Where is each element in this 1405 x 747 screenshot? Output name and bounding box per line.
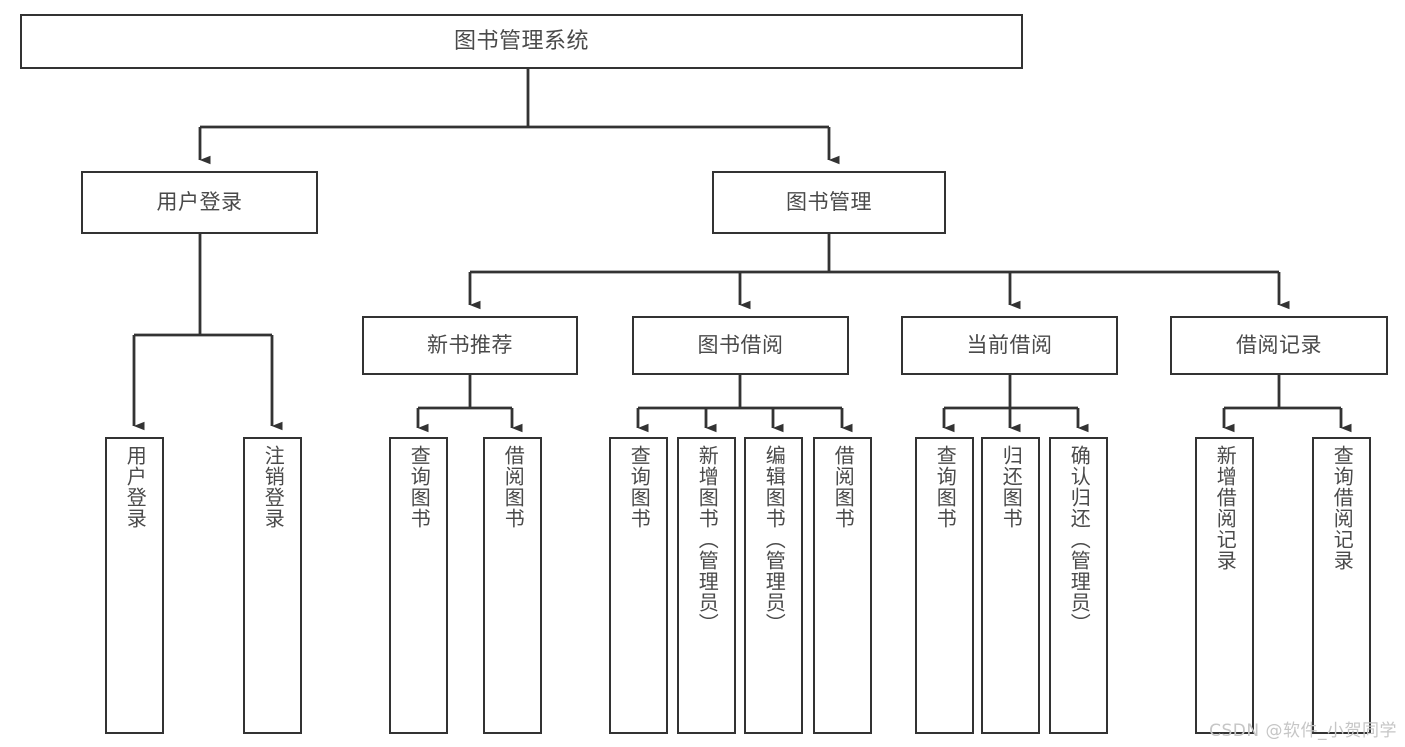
node-book-borrow[interactable]: 图书借阅 (632, 316, 849, 375)
node-leaf-query-record-label: 查询借阅记录 (1330, 445, 1355, 571)
node-leaf-borrow-book-2-label: 借阅图书 (831, 445, 856, 529)
node-leaf-add-book-label: 新增图书（管理员） (695, 445, 720, 634)
node-leaf-borrow-book-1-label: 借阅图书 (501, 445, 526, 529)
node-leaf-query-book-1-label: 查询图书 (407, 445, 432, 529)
node-leaf-query-book-2-label: 查询图书 (627, 445, 652, 529)
node-borrow-record[interactable]: 借阅记录 (1170, 316, 1388, 375)
node-leaf-query-book-3-label: 查询图书 (933, 445, 958, 529)
node-book-management-label: 图书管理 (786, 190, 872, 215)
node-root[interactable]: 图书管理系统 (20, 14, 1023, 69)
node-leaf-query-book-3[interactable]: 查询图书 (915, 437, 974, 734)
watermark-text: CSDN @软件_小贺同学 (1209, 721, 1397, 741)
node-borrow-record-label: 借阅记录 (1236, 333, 1322, 358)
node-current-borrow[interactable]: 当前借阅 (901, 316, 1118, 375)
node-book-borrow-label: 图书借阅 (697, 333, 784, 358)
node-leaf-user-logout[interactable]: 注销登录 (243, 437, 302, 734)
node-new-book-recommend-label: 新书推荐 (427, 333, 513, 358)
node-leaf-add-record-label: 新增借阅记录 (1213, 445, 1238, 571)
node-current-borrow-label: 当前借阅 (966, 333, 1053, 358)
node-leaf-borrow-book-1[interactable]: 借阅图书 (483, 437, 542, 734)
node-new-book-recommend[interactable]: 新书推荐 (362, 316, 578, 375)
node-leaf-return-book-label: 归还图书 (999, 445, 1024, 529)
node-leaf-add-record[interactable]: 新增借阅记录 (1195, 437, 1254, 734)
node-leaf-query-book-1[interactable]: 查询图书 (389, 437, 448, 734)
node-leaf-edit-book[interactable]: 编辑图书（管理员） (744, 437, 803, 734)
node-leaf-edit-book-label: 编辑图书（管理员） (762, 445, 787, 634)
node-leaf-return-book[interactable]: 归还图书 (981, 437, 1040, 734)
node-user-login[interactable]: 用户登录 (81, 171, 318, 234)
node-leaf-query-book-2[interactable]: 查询图书 (609, 437, 668, 734)
node-leaf-user-logout-label: 注销登录 (261, 445, 286, 529)
node-book-management[interactable]: 图书管理 (712, 171, 946, 234)
node-leaf-confirm-return-label: 确认归还（管理员） (1067, 445, 1092, 634)
node-leaf-query-record[interactable]: 查询借阅记录 (1312, 437, 1371, 734)
node-leaf-add-book[interactable]: 新增图书（管理员） (677, 437, 736, 734)
node-user-login-label: 用户登录 (156, 190, 243, 215)
node-leaf-user-login-label: 用户登录 (123, 445, 148, 529)
node-leaf-confirm-return[interactable]: 确认归还（管理员） (1049, 437, 1108, 734)
node-leaf-borrow-book-2[interactable]: 借阅图书 (813, 437, 872, 734)
node-root-label: 图书管理系统 (453, 28, 589, 54)
node-leaf-user-login[interactable]: 用户登录 (105, 437, 164, 734)
